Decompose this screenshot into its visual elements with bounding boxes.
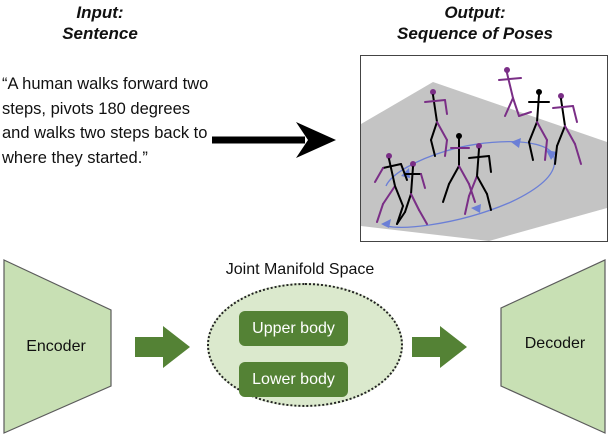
upper-body-node: Upper body — [239, 311, 348, 346]
manifold-to-decoder-arrow — [412, 326, 467, 368]
pose-skeleton — [396, 161, 428, 225]
pose-skeleton — [464, 143, 492, 215]
input-header-line2: Sentence — [62, 24, 138, 43]
pose-skeleton — [374, 153, 408, 225]
output-header: Output: Sequence of Poses — [370, 2, 580, 44]
pose-skeleton — [498, 67, 532, 117]
floor-plane — [361, 82, 607, 241]
input-header: Input: Sentence — [40, 2, 160, 44]
input-to-output-arrow — [212, 122, 336, 158]
pose-sequence-panel — [360, 55, 608, 242]
decoder-block — [500, 259, 606, 434]
encoder-block — [3, 259, 112, 434]
pose-skeleton — [552, 93, 582, 165]
lower-body-node: Lower body — [239, 362, 348, 397]
output-header-line1: Output: — [444, 3, 506, 22]
encoder-label: Encoder — [26, 338, 86, 355]
pose-sequence-illustration — [361, 67, 607, 241]
trajectory-arrowhead — [511, 138, 521, 148]
pose-skeleton — [424, 89, 448, 157]
pose-skeleton — [528, 89, 550, 161]
decoder-label: Decoder — [524, 335, 586, 352]
manifold-title: Joint Manifold Space — [225, 261, 375, 278]
encoder-to-manifold-arrow — [135, 326, 190, 368]
trajectory-arrowhead — [381, 219, 391, 228]
pose-skeleton — [442, 133, 476, 203]
output-header-line2: Sequence of Poses — [397, 24, 553, 43]
trajectory-arrowhead — [546, 150, 557, 160]
input-sentence: “A human walks forward two steps, pivots… — [2, 75, 209, 167]
trajectory-arrowhead — [471, 204, 481, 213]
input-header-line1: Input: — [76, 3, 124, 22]
